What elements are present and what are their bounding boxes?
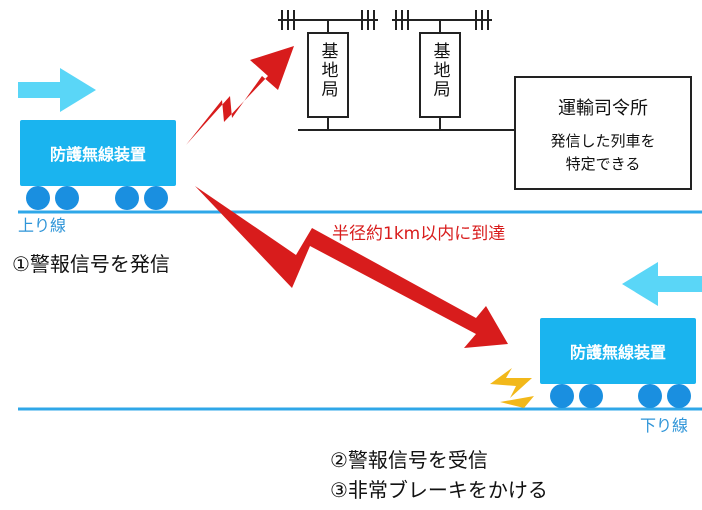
control-center-title: 運輸司令所 [558, 98, 648, 119]
base-station-label: 基地局 [429, 42, 450, 99]
signal-to-train-bolt-icon [195, 186, 508, 348]
base-station-left: 基地局 [307, 32, 349, 118]
control-center-note-line2: 特定できる [565, 154, 641, 173]
base-station-label: 基地局 [317, 42, 338, 99]
base-station-right: 基地局 [419, 32, 461, 118]
control-center-note: 発信した列車を 特定できる [516, 130, 690, 175]
train-right-label: 防護無線装置 [569, 343, 666, 362]
brake-spark-icon [500, 396, 534, 408]
network-lines [298, 118, 515, 131]
signal-to-station-bolt-icon [186, 46, 294, 145]
antenna-left [278, 10, 378, 32]
right-train-wheels [550, 384, 691, 408]
left-train-wheels [26, 186, 168, 210]
brake-spark-icon [490, 368, 532, 398]
control-center-box: 運輸司令所 発信した列車を 特定できる [514, 76, 692, 190]
step2-text: ②警報信号を受信 [330, 448, 488, 472]
track-down-label: 下り線 [640, 416, 689, 435]
direction-arrow-right-icon [18, 68, 96, 112]
train-right-body: 防護無線装置 [540, 318, 696, 384]
step3-text: ③非常ブレーキをかける [330, 478, 548, 502]
direction-arrow-left-icon [622, 262, 702, 306]
train-left-body: 防護無線装置 [20, 120, 176, 186]
train-left-label: 防護無線装置 [49, 145, 146, 164]
step1-text: ①警報信号を発信 [12, 252, 170, 276]
control-center-note-line1: 発信した列車を [550, 132, 656, 150]
track-up-label: 上り線 [18, 216, 67, 235]
range-text: 半径約1km以内に到達 [332, 224, 506, 244]
antenna-right [392, 10, 492, 32]
